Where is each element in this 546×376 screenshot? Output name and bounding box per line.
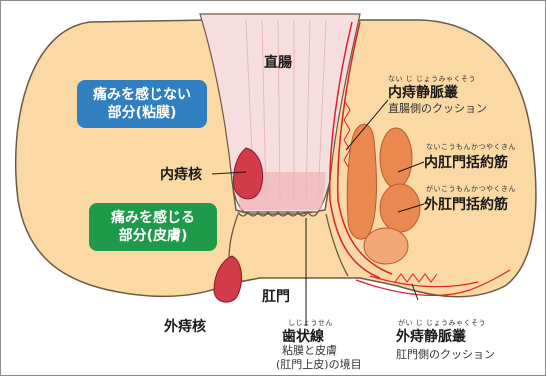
label-internal-hemorrhoid: 内痔核 <box>160 164 202 184</box>
callout-painful: 痛みを感じる 部分(皮膚) <box>89 203 217 251</box>
label-anus: 肛門 <box>262 286 290 306</box>
callout-painless: 痛みを感じない 部分(粘膜) <box>77 80 207 128</box>
label-external-hemorrhoid: 外痔核 <box>164 316 206 336</box>
label-internal-plexus-sub: 直腸側のクッション <box>388 100 487 116</box>
external-sphincter-mid <box>380 184 420 232</box>
external-sphincter-upper <box>380 128 412 188</box>
label-internal-sphincter: 内肛門括約筋 <box>424 152 508 172</box>
callout-painful-line1: 痛みを感じる <box>99 209 207 227</box>
external-sphincter-low <box>364 228 408 264</box>
label-rectum: 直腸 <box>264 52 292 72</box>
callout-painless-line2: 部分(粘膜) <box>87 104 197 122</box>
label-external-plexus-sub: 肛門側のクッション <box>396 346 495 362</box>
ruby-external-sphincter: がいこうもんかつやくきん <box>426 184 516 194</box>
label-external-sphincter: 外肛門括約筋 <box>424 194 508 214</box>
label-dentate-sub-2: (肛門上皮)の境目 <box>276 358 362 372</box>
callout-painful-line2: 部分(皮膚) <box>99 227 207 245</box>
ruby-internal-sphincter: ないこうもんかつやくきん <box>426 142 516 152</box>
label-dentate-line: 歯状線 <box>282 326 324 346</box>
label-dentate-sub-1: 粘膜と皮膚 <box>282 344 337 358</box>
label-internal-plexus: 内痔静脈叢 <box>388 82 458 102</box>
label-external-plexus: 外痔静脈叢 <box>396 326 466 346</box>
internal-sphincter-shape <box>347 124 376 239</box>
callout-painless-line1: 痛みを感じない <box>87 86 197 104</box>
